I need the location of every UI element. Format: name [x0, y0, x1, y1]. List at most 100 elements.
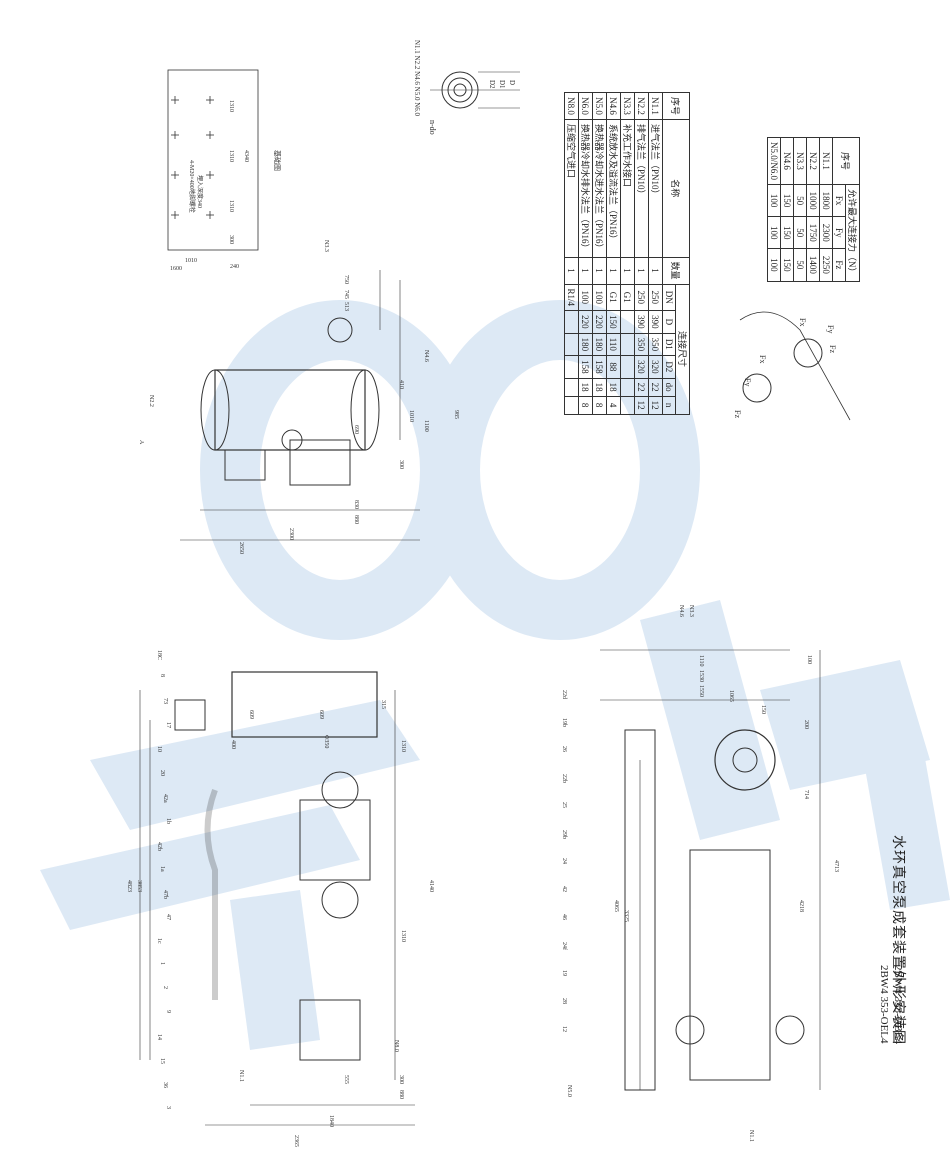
- force-axis-label: Fy: [826, 325, 835, 333]
- side-view-label: 2300: [288, 528, 294, 540]
- top-view-dim: 150: [760, 705, 766, 714]
- side-view-label: N4.6: [423, 350, 429, 362]
- col-qty: 数量: [662, 257, 690, 285]
- front-motor: [299, 999, 361, 1061]
- top-view-dim: 4065: [613, 900, 619, 912]
- front-view-dim: N1.1: [238, 1070, 244, 1082]
- front-view-item: 15: [159, 1058, 165, 1064]
- front-view-item: 8: [159, 674, 165, 677]
- front-view-dim: 1840: [328, 1115, 334, 1127]
- front-view-item: 1a: [159, 866, 165, 872]
- model-2: 2BW4 353-OEL4: [878, 965, 890, 1044]
- flange-d-label: D: [508, 80, 516, 85]
- top-flange: [675, 1015, 705, 1045]
- side-inlet-flange: [327, 317, 353, 343]
- flange-d2-label: D2: [488, 80, 496, 89]
- top-view-item: 12: [561, 1026, 567, 1032]
- top-view-dim: 1530: [698, 670, 704, 682]
- col-name: 名称: [662, 119, 690, 258]
- side-view-label: 1100: [423, 420, 429, 432]
- top-view-dim: N3.3: [688, 605, 694, 617]
- top-view-dim: 1065: [728, 690, 734, 702]
- front-view-dim: 1310: [400, 930, 406, 942]
- top-view-dim: 1110: [698, 655, 704, 667]
- top-view-dim: N1.1: [748, 1130, 754, 1142]
- side-valve: [281, 429, 303, 451]
- top-view-item: 24f: [561, 942, 568, 950]
- front-view-item: 47b: [162, 890, 168, 899]
- top-view-item: 29b: [561, 830, 567, 839]
- top-view-item: 19: [561, 970, 567, 976]
- top-view-item: 22d: [561, 690, 567, 699]
- side-motor: [224, 449, 266, 481]
- top-view-item: 26: [561, 746, 567, 752]
- col-do: do: [662, 378, 676, 397]
- force-axis-label: Fz: [733, 410, 742, 418]
- front-view-dim: 2365: [293, 1135, 299, 1147]
- flange-connections-label: N1.1 N2.2 N4.6 N5.0 N6.0: [413, 40, 421, 117]
- front-view-dim: 300: [398, 1075, 404, 1084]
- top-view-item: 25: [561, 802, 567, 808]
- force-heading: 允许最大连接力（N）: [845, 184, 860, 282]
- side-view-label: N3.3: [323, 240, 329, 252]
- top-view-item: 19b: [561, 718, 567, 727]
- side-view-label: 513: [343, 302, 349, 311]
- side-view-label: 745: [343, 290, 349, 299]
- model-1: 2BW4 353-OBL4: [892, 965, 904, 1045]
- side-view-label: A: [138, 440, 144, 445]
- front-pump-end: [321, 881, 359, 919]
- top-view-dim: 100: [806, 655, 812, 664]
- foundation-dim: 300: [228, 235, 234, 244]
- side-view-label: N2.2: [148, 395, 154, 407]
- top-pump-head: [714, 729, 776, 791]
- front-view-item: 1c: [156, 938, 162, 944]
- front-view-item: 42b: [156, 842, 162, 851]
- top-pump-bore: [732, 747, 758, 773]
- foundation-dim: 240: [230, 264, 239, 270]
- force-axis-label: Fx: [798, 318, 807, 326]
- foundation-outline: [167, 69, 259, 251]
- tank-head: [200, 369, 230, 451]
- side-view-label: 750: [343, 275, 349, 284]
- top-view-dim: 4713: [833, 860, 839, 872]
- bolt-note: 4-M20×400地脚螺栓: [188, 160, 196, 213]
- force-sketch-flange: [742, 373, 772, 403]
- front-view-item: 9: [165, 1010, 171, 1013]
- side-view-label: 410: [398, 380, 404, 389]
- front-view-dim: 1310: [400, 740, 406, 752]
- col-group: 连接尺寸: [675, 284, 690, 415]
- side-view-label: 1010: [408, 410, 414, 422]
- front-view-item: 18C: [156, 650, 162, 660]
- foundation-dim: 1310: [228, 150, 234, 162]
- bolt-note: 埋入深度340: [196, 175, 204, 208]
- front-view-dim: 400: [230, 740, 236, 749]
- force-axis-label: Fx: [758, 355, 767, 363]
- force-axis-label: Fy: [743, 378, 752, 386]
- front-view-item: 42a: [162, 794, 168, 803]
- foundation-dim: 4340: [243, 150, 249, 162]
- top-view-dim: 1550: [698, 685, 704, 697]
- force-sketch-flange: [793, 338, 823, 368]
- side-view-label: 985: [453, 410, 459, 419]
- front-view-item: 3: [165, 1106, 171, 1109]
- front-view-item: 1b: [165, 818, 171, 824]
- col-D1: D1: [662, 333, 676, 356]
- col-D2: D2: [662, 355, 676, 379]
- front-view-dim: 609: [318, 710, 324, 719]
- front-pipe: [204, 788, 218, 1000]
- col-D: D: [662, 310, 676, 334]
- side-view-label: 830: [353, 500, 359, 509]
- top-pump-assembly: [689, 849, 771, 1081]
- top-view-dim: 200: [803, 720, 809, 729]
- front-view-item: 14: [156, 1034, 162, 1040]
- front-view-item: 47: [165, 914, 171, 920]
